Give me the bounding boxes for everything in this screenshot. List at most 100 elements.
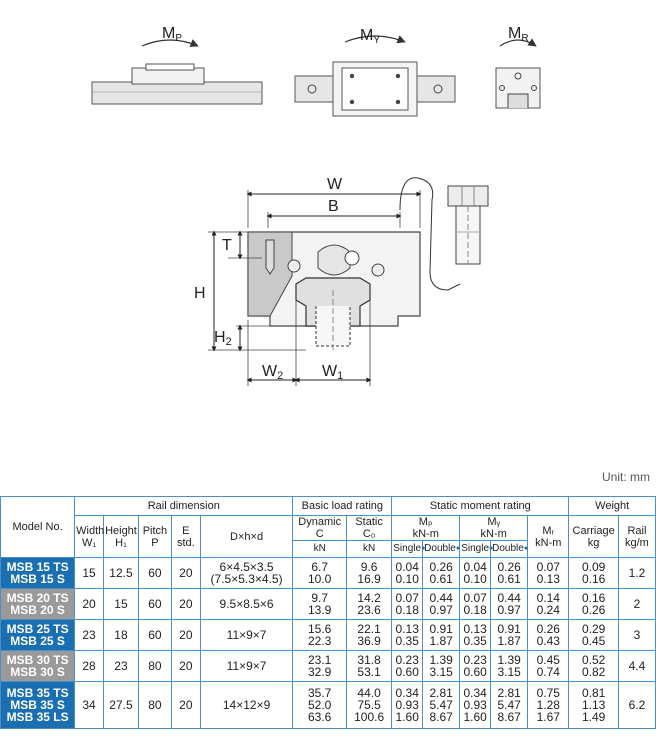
dhd-cell: 14×12×9 (199, 681, 294, 729)
rail-cell: 2 (617, 588, 656, 620)
header-mp-single: Single● (391, 540, 425, 558)
rail-cell: 3 (617, 619, 656, 651)
cross-section-drawing: W B T H H2 W2 W1 (194, 176, 489, 386)
header-static-moment: Static moment rating (391, 496, 570, 516)
technical-drawings: MP MY MR (91, 25, 541, 386)
e-cell: 20 (170, 557, 201, 589)
h1-cell: 27.5 (102, 681, 139, 729)
w1-cell: 23 (74, 619, 104, 651)
w1-cell: 20 (74, 588, 104, 620)
header-kn-dynamic: kN (292, 540, 347, 558)
rail-cell: 4.4 (617, 650, 656, 682)
dhd-cell: 9.5×8.5×6 (199, 588, 294, 620)
dhd-cell: 11×9×7 (199, 650, 294, 682)
p-cell: 80 (137, 650, 172, 682)
header-my-double: Double● (490, 540, 529, 558)
header-mp-double: Double● (422, 540, 461, 558)
my-label: MY (360, 27, 380, 46)
w2-dim-label: W2 (262, 363, 283, 382)
p-cell: 60 (137, 557, 172, 589)
rail-cell: 6.2 (617, 681, 656, 729)
e-cell: 20 (170, 681, 201, 729)
w1-cell: 28 (74, 650, 104, 682)
p-cell: 60 (137, 619, 172, 651)
spec-table: Model No. Rail dimension Basic load rati… (0, 496, 656, 729)
w1-cell: 34 (74, 681, 104, 729)
header-basic-load: Basic load rating (292, 496, 393, 516)
w1-dim-label: W1 (322, 363, 343, 382)
header-my-single: Single● (459, 540, 493, 558)
h1-cell: 18 (102, 619, 139, 651)
h2-dim-label: H2 (214, 329, 232, 348)
dhd-cell: 6×4.5×3.5(7.5×5.3×4.5) (199, 557, 294, 589)
e-cell: 20 (170, 650, 201, 682)
e-cell: 20 (170, 588, 201, 620)
header-weight: Weight (568, 496, 656, 516)
e-cell: 20 (170, 619, 201, 651)
unit-label: Unit: mm (602, 470, 650, 484)
w1-cell: 15 (74, 557, 104, 589)
mr-front-view: MR (495, 25, 541, 109)
mr-label: MR (508, 25, 529, 44)
rail-cell: 1.2 (617, 557, 656, 589)
bolt-detail (447, 185, 489, 265)
header-dhd: D×h×d (199, 515, 294, 558)
h1-cell: 15 (102, 588, 139, 620)
my-top-view: MY (294, 27, 456, 117)
mp-label: MP (162, 25, 182, 44)
header-kn-static: kN (345, 540, 393, 558)
p-cell: 80 (137, 681, 172, 729)
h-dim-label: H (194, 285, 206, 302)
